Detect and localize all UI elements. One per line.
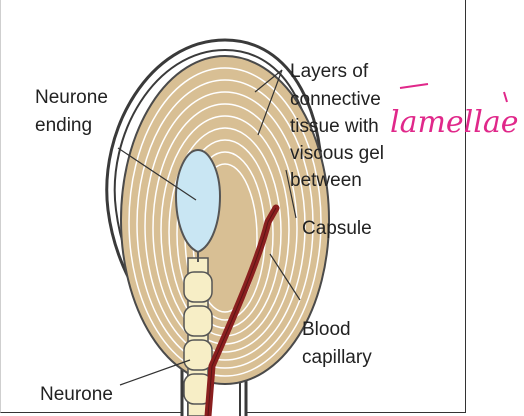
neurone-ending-label: Neurone ending bbox=[35, 87, 113, 136]
layers-label: Layers of connective tissue with viscous… bbox=[290, 61, 389, 191]
handwritten-annotation: lamellae bbox=[390, 105, 519, 140]
neurone-fibre bbox=[183, 257, 213, 416]
neurone-ending bbox=[174, 148, 222, 262]
lamellae bbox=[120, 55, 330, 385]
handwritten-tick bbox=[503, 91, 508, 103]
capsule-label: Capsule bbox=[302, 218, 372, 239]
leader-lines bbox=[117, 69, 301, 386]
blood-capillary-label: Blood capillary bbox=[302, 319, 372, 368]
handwritten-stroke bbox=[399, 83, 429, 89]
neurone-label: Neurone bbox=[40, 384, 113, 405]
